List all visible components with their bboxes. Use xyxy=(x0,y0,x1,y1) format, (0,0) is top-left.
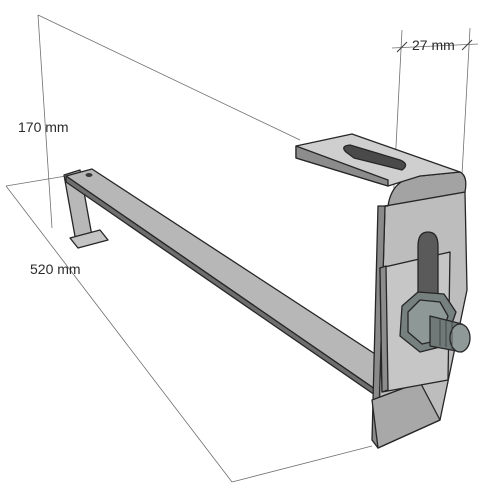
bar-top-face xyxy=(65,168,419,399)
bolt-assembly xyxy=(399,291,471,353)
hook-hole xyxy=(85,173,93,177)
flange-front-edge xyxy=(295,145,389,187)
bolt-end xyxy=(449,323,471,353)
hook-bar xyxy=(63,168,419,405)
slotted-top-flange xyxy=(295,133,467,207)
width-dimension-line xyxy=(391,43,479,49)
length-dimension-line xyxy=(5,185,233,483)
width-tick-right xyxy=(461,39,473,51)
hook-foot xyxy=(69,229,109,249)
bolt-threads xyxy=(439,318,453,349)
width-label: 27 mm xyxy=(412,37,455,53)
length-extension-line xyxy=(5,175,67,187)
length-base-line xyxy=(231,445,373,483)
bar-front-edge xyxy=(65,175,389,405)
adjustment-plate-edge xyxy=(379,265,389,393)
width-extension-right xyxy=(461,27,471,176)
length-label: 520 mm xyxy=(30,261,81,277)
flange-slot xyxy=(343,144,407,171)
width-tick-left xyxy=(396,41,408,53)
top-reference-line xyxy=(37,14,301,141)
height-label: 170 mm xyxy=(18,119,69,135)
dimension-lines xyxy=(5,14,479,483)
height-extension-line xyxy=(37,14,53,229)
